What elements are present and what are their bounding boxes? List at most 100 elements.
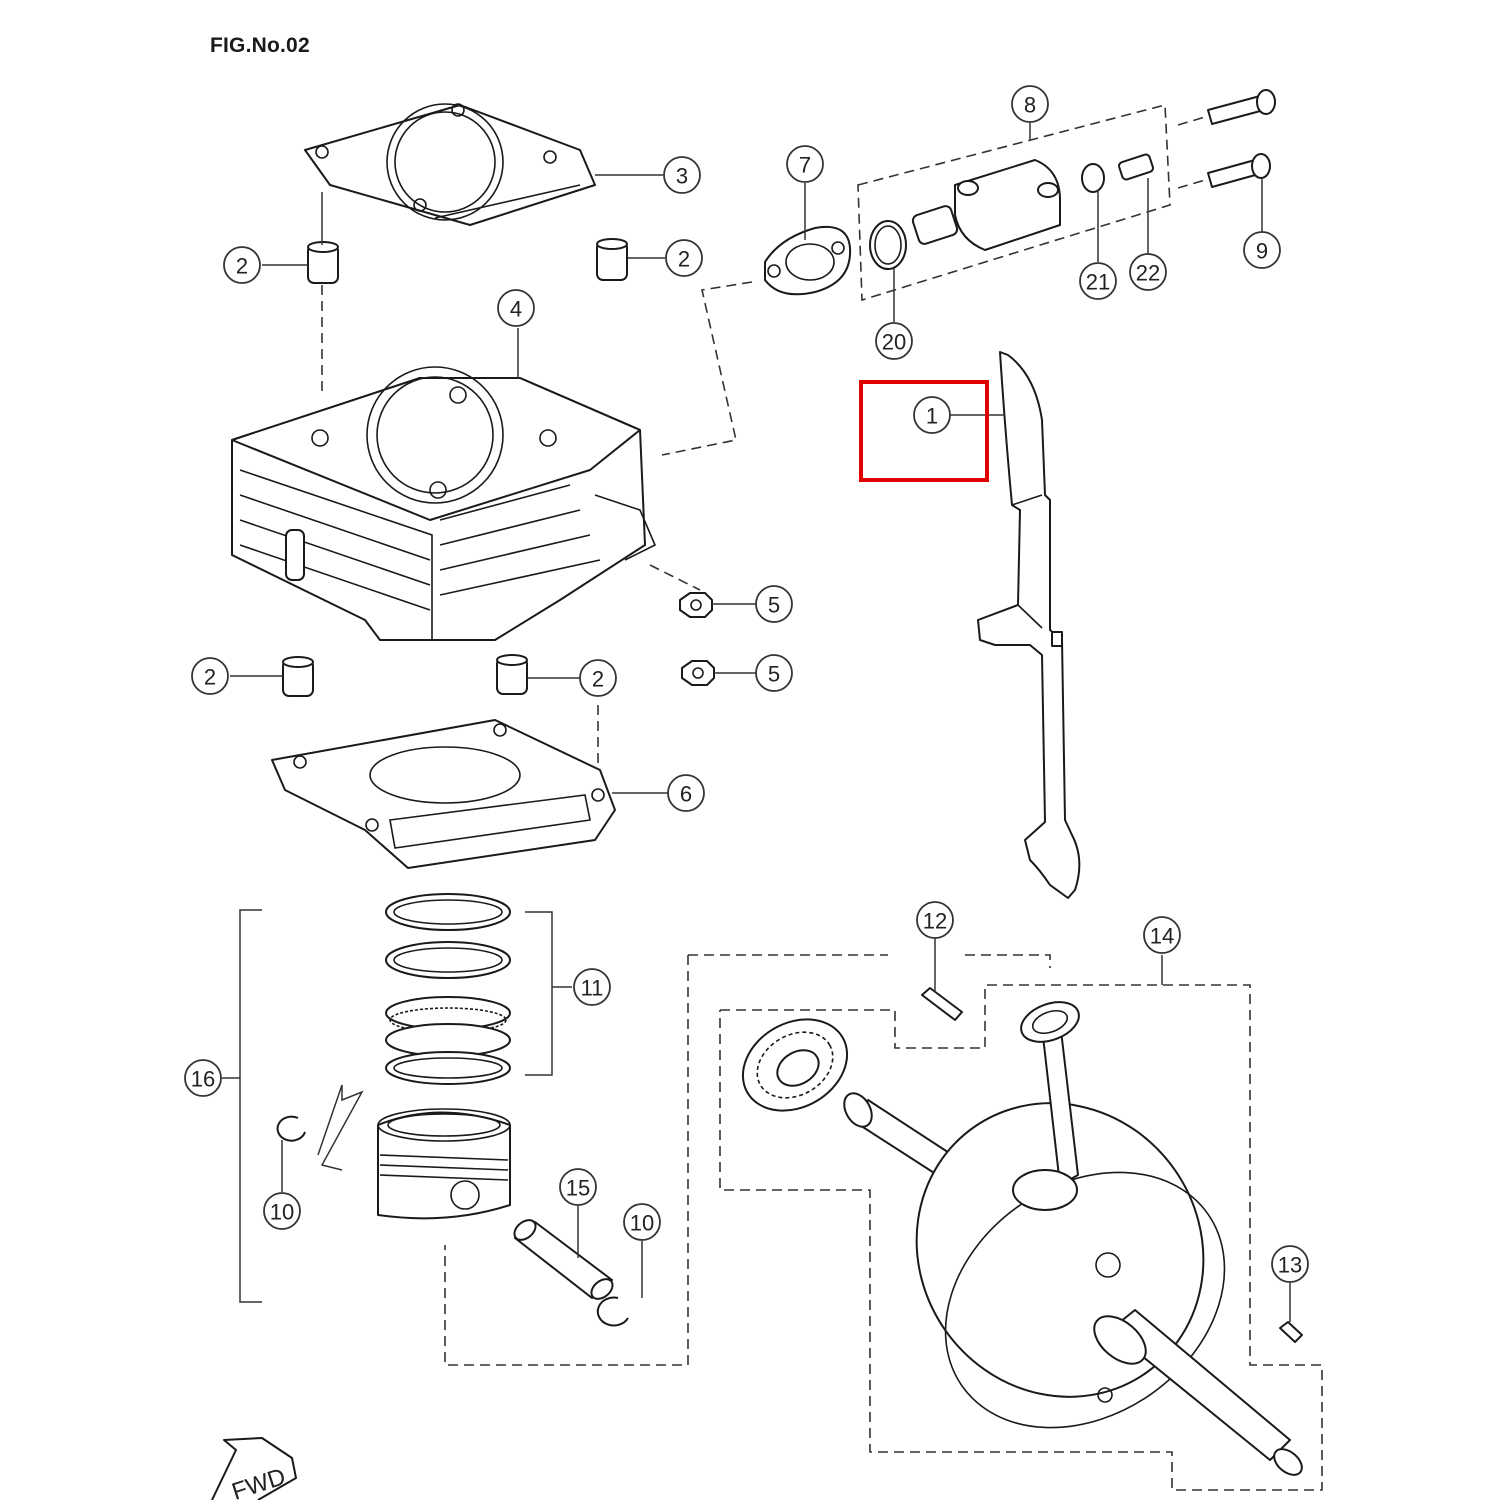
callout-1: 1: [913, 396, 951, 434]
callout-number: 5: [768, 662, 780, 687]
callout-4: 4: [497, 289, 535, 327]
callout-14: 14: [1143, 916, 1181, 954]
callout-number: 15: [566, 1176, 590, 1201]
bolt-guide-bottom: [1177, 179, 1206, 189]
callout-circle: [1271, 1245, 1309, 1283]
crankshaft-assembly: [843, 1001, 1303, 1476]
callout-circle: [1143, 916, 1181, 954]
callout-circle: [573, 968, 611, 1006]
chain-guide: [977, 351, 1081, 899]
callout-number: 14: [1150, 924, 1174, 949]
dowel-pin: [596, 238, 628, 281]
callout-number: 2: [204, 665, 216, 690]
callout-number: 5: [768, 593, 780, 618]
bolt: [1207, 153, 1271, 188]
callout-8: 8: [1011, 85, 1049, 123]
callout-circle: [1129, 253, 1167, 291]
callout-number: 12: [923, 909, 947, 934]
callout-circle: [755, 654, 793, 692]
dowel-pin: [496, 654, 528, 695]
callout-circle: [579, 659, 617, 697]
crank-inner-box: [719, 984, 1323, 1491]
callout-number: 6: [680, 782, 692, 807]
small-key: [1279, 1321, 1303, 1343]
callout-number: 22: [1136, 261, 1160, 286]
piston-zigzag: [317, 1084, 364, 1171]
callout-circle: [559, 1168, 597, 1206]
callout-number: 2: [592, 667, 604, 692]
bolt: [1207, 89, 1276, 125]
callout-5: 5: [755, 585, 793, 623]
callout-20: 20: [875, 322, 913, 360]
bolt-guide-top: [1177, 116, 1206, 126]
flange-nut: [679, 592, 713, 618]
callout-16: 16: [184, 1059, 222, 1097]
highlight-box: [859, 380, 989, 482]
forward-direction-arrow: FWD: [211, 1437, 297, 1505]
head-gasket: [304, 103, 596, 226]
callout-circle: [623, 1203, 661, 1241]
callout-number: 10: [270, 1200, 294, 1225]
nut-guide: [649, 564, 701, 591]
callout-number: 2: [678, 247, 690, 272]
callout-number: 16: [191, 1067, 215, 1092]
callout-number: 9: [1256, 239, 1268, 264]
callout-11: 11: [573, 968, 611, 1006]
piston-pin: [513, 1219, 614, 1300]
woodruff-key: [921, 987, 963, 1021]
callout-21: 21: [1079, 262, 1117, 300]
callout-number: 11: [581, 976, 604, 1001]
callout-number: 7: [799, 153, 811, 178]
dowel-pin: [307, 241, 339, 284]
callout-circle: [263, 1192, 301, 1230]
callout-number: 13: [1278, 1253, 1302, 1278]
piston: [377, 1108, 511, 1220]
callout-5: 5: [755, 654, 793, 692]
circlip: [596, 1296, 629, 1327]
callout-2: 2: [223, 246, 261, 284]
callout-circle: [755, 585, 793, 623]
callout-circle: [786, 145, 824, 183]
callout-2: 2: [665, 239, 703, 277]
callout-number: 20: [882, 330, 906, 355]
callout-number: 4: [510, 297, 522, 322]
callout-circle: [1011, 85, 1049, 123]
callout-circle: [223, 246, 261, 284]
callout-number: 10: [630, 1211, 654, 1236]
callout-circle: [667, 774, 705, 812]
ring-set-bracket: [525, 911, 553, 1076]
callout-circle: [1079, 262, 1117, 300]
callout-circle: [663, 156, 701, 194]
callout-2: 2: [191, 657, 229, 695]
callout-circle: [184, 1059, 222, 1097]
flange-nut: [681, 660, 715, 686]
tensioner-gasket: [764, 226, 852, 296]
figure-title: FIG.No.02: [210, 34, 310, 57]
crankshaft-group-box-2: [965, 954, 1051, 968]
callout-9: 9: [1243, 231, 1281, 269]
crank-bearing: [741, 1018, 849, 1112]
callout-number: 21: [1086, 270, 1110, 295]
callout-circle: [916, 901, 954, 939]
callout-circle: [875, 322, 913, 360]
callout-6: 6: [667, 774, 705, 812]
callout-circle: [497, 289, 535, 327]
dowel-pin: [282, 656, 314, 697]
callout-number: 2: [236, 254, 248, 279]
callout-number: 1: [926, 404, 938, 429]
callout-circle: [1243, 231, 1281, 269]
callout-2: 2: [579, 659, 617, 697]
callout-10: 10: [623, 1203, 661, 1241]
cylinder-block: [231, 366, 657, 641]
callout-circle: [665, 239, 703, 277]
callout-3: 3: [663, 156, 701, 194]
gasket-guide: [661, 281, 753, 456]
callout-15: 15: [559, 1168, 597, 1206]
cam-chain-tensioner: [869, 153, 1154, 270]
callout-13: 13: [1271, 1245, 1309, 1283]
piston-set-bracket: [239, 909, 262, 1303]
leader-lines: [222, 123, 1291, 1322]
